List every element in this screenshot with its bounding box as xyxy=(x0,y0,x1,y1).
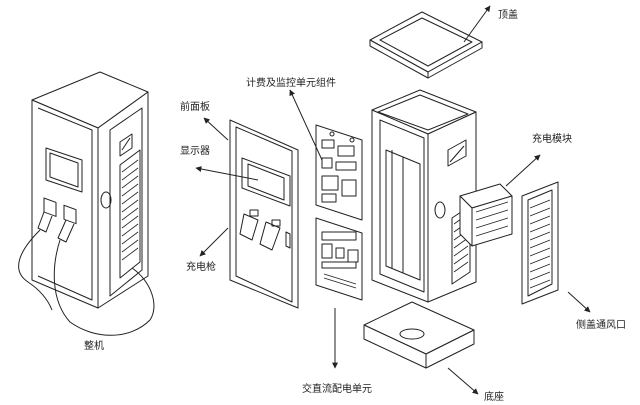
top-cover-label: 顶盖 xyxy=(498,10,518,21)
monitoring-unit-label: 计费及监控单元组件 xyxy=(246,78,336,89)
cabinet-body-drawing xyxy=(371,89,477,303)
base-label: 底座 xyxy=(484,392,504,403)
side-vent-label: 侧盖通风口 xyxy=(576,320,626,331)
whole-unit-drawing xyxy=(18,71,155,336)
side-vent-cover-drawing xyxy=(521,181,559,305)
ac-dc-board-drawing xyxy=(315,217,363,301)
charging-gun-label: 充电枪 xyxy=(186,262,216,273)
display-label: 显示器 xyxy=(180,146,210,157)
ac-dc-distribution-label: 交直流配电单元 xyxy=(302,384,372,395)
pointer-arrows xyxy=(195,5,591,395)
front-panel-drawing xyxy=(229,119,299,309)
charging-module-drawing xyxy=(459,183,513,247)
front-panel-label: 前面板 xyxy=(180,102,210,113)
whole-unit-label: 整机 xyxy=(84,341,104,352)
top-cover-drawing xyxy=(369,11,483,79)
monitoring-board-drawing xyxy=(315,124,363,221)
base-drawing xyxy=(363,301,475,369)
charging-module-label: 充电模块 xyxy=(532,134,572,145)
